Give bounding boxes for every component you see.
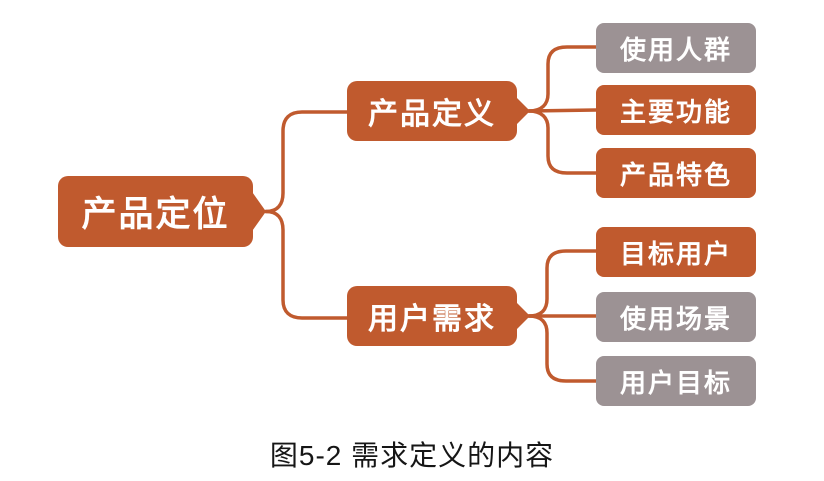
node-product-definition: 产品定义 [347,81,517,141]
node-user-group: 使用人群 [596,23,756,73]
node-user-goals: 用户目标 [596,356,756,406]
connector-root-to-user-needs [264,209,349,320]
connector-needs-to-target-users [527,249,598,318]
node-target-users: 目标用户 [596,227,756,277]
arrow-tip-product-definition [514,95,530,127]
connector-definition-to-product-features [527,109,598,175]
arrow-tip-user-needs [514,300,530,332]
node-main-functions: 主要功能 [596,85,756,135]
connector-root-to-product-definition [264,110,349,214]
node-product-features: 产品特色 [596,148,756,198]
arrow-tip-root [250,189,266,234]
connector-definition-to-user-group [527,45,598,113]
node-usage-scenarios: 使用场景 [596,292,756,342]
node-user-needs: 用户需求 [347,286,517,346]
node-product-positioning: 产品定位 [58,176,253,247]
connector-needs-to-user-goals [527,314,598,383]
connector-definition-to-main-functions [527,108,598,113]
figure-caption: 图5-2 需求定义的内容 [269,440,555,471]
